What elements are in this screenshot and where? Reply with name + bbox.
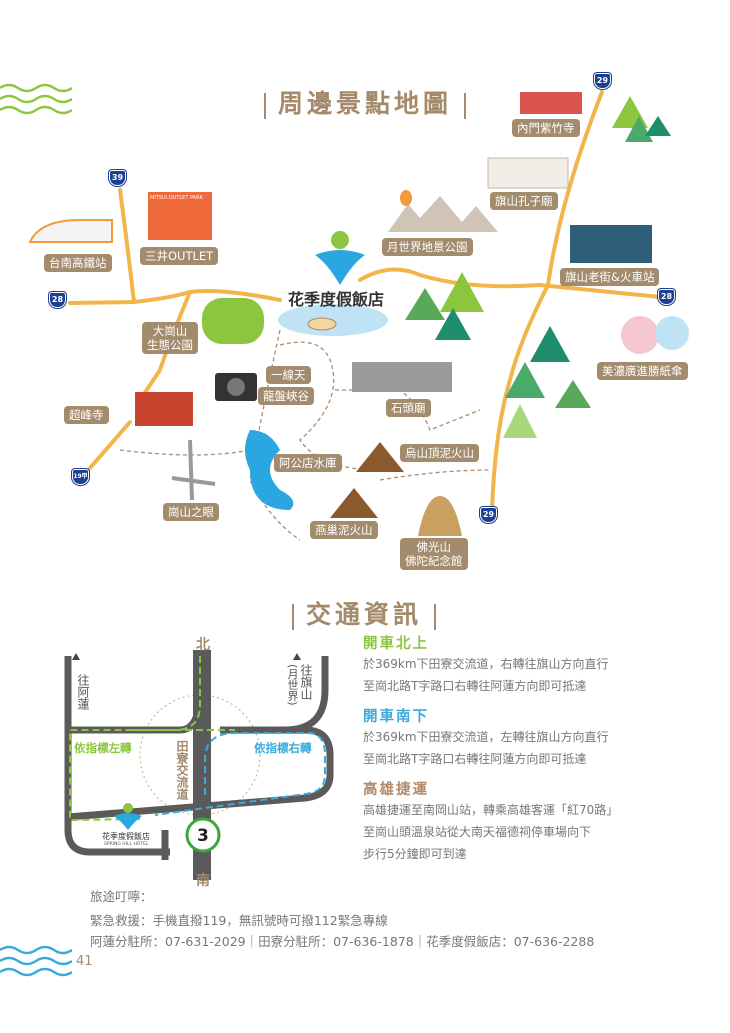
page-number: 41 xyxy=(76,954,93,969)
dagangshan-park-icon xyxy=(202,298,264,344)
direction-to-alian: 往阿蓮 xyxy=(76,674,90,710)
wave-decoration-top xyxy=(0,83,72,115)
place-label-qishan-confucius: 旗山孔子廟 xyxy=(490,192,558,210)
compass-south: 南 xyxy=(196,873,210,889)
area-map xyxy=(28,90,689,541)
place-label-chaofeng-temple: 超峰寺 xyxy=(64,406,109,424)
place-label-dagangshan-park: 大崗山 生態公園 xyxy=(142,322,198,354)
road-to-qishan xyxy=(358,267,662,299)
outlet-sign-text: MITSUI OUTLET PARK xyxy=(150,195,203,201)
interchange-label: 田寮交流道 xyxy=(175,740,189,800)
hotel-logo-icon xyxy=(114,803,142,830)
diagram-hotel-name-en: SPRING HILL HOTEL xyxy=(104,842,149,847)
route-northbound: 開車北上 於369km下田寮交流道，右轉往旗山方向直行 至崗北路T字路口右轉往阿… xyxy=(363,632,693,697)
moon-world-icon xyxy=(388,196,498,232)
mountains-icon xyxy=(405,96,671,438)
stone-temple-icon xyxy=(352,362,452,392)
route-diagram xyxy=(64,650,334,880)
place-label-gangshan-eye: 崗山之眼 xyxy=(163,503,219,521)
highway-badge-29-north: 29 xyxy=(594,73,611,89)
place-label-yixiantian: 一線天 xyxy=(266,366,311,384)
place-label-agongdian-reservoir: 阿公店水庫 xyxy=(274,454,342,472)
direction-to-qishan: 往旗山 xyxy=(299,664,313,700)
left-turn-label: 依指標左轉 xyxy=(74,741,132,755)
route-text: 高雄捷運至南岡山站，轉乘高雄客運「紅70路」 xyxy=(363,803,619,817)
route-text: 至崗山頭溫泉站從大南天福德祠停車場向下 xyxy=(363,825,592,839)
hotel-logo-icon xyxy=(315,231,365,285)
place-label-neimen-temple: 內門紫竹寺 xyxy=(512,119,580,137)
temple-icon-neimen xyxy=(520,92,582,114)
tips-title: 旅途叮嚀： xyxy=(90,889,153,904)
route-text: 至崗北路T字路口右轉往阿蓮方向即可抵達 xyxy=(363,679,587,693)
hotel-name-label: 花季度假飯店 xyxy=(288,290,385,309)
road-29-north xyxy=(490,90,604,512)
route-text: 於369km下田寮交流道，右轉往旗山方向直行 xyxy=(363,657,609,671)
highway-badge-39: 39 xyxy=(109,170,126,186)
road-39 xyxy=(118,188,136,304)
route-heading: 開車南下 xyxy=(363,708,429,725)
train-icon xyxy=(28,219,113,243)
route-southbound: 開車南下 於369km下田寮交流道，左轉往旗山方向直行 至崗北路T字路口右轉往阿… xyxy=(363,705,693,770)
highway-badge-28-west: 28 xyxy=(49,292,66,308)
route-heading: 高雄捷運 xyxy=(363,781,429,798)
reservoir-icon xyxy=(245,430,294,510)
place-label-meinong-umbrella: 美濃廣進勝紙傘 xyxy=(597,362,688,380)
paper-umbrella-icon xyxy=(621,316,659,354)
route-directions: 開車北上 於369km下田寮交流道，右轉往旗山方向直行 至崗北路T字路口右轉往阿… xyxy=(363,632,693,865)
travel-tips: 旅途叮嚀： 緊急救援：手機直撥119，無訊號時可撥112緊急專線 阿蓮分駐所：0… xyxy=(90,886,594,952)
place-label-fo-guang-shan: 佛光山 佛陀紀念館 xyxy=(400,538,468,570)
wave-decoration-bottom xyxy=(0,945,72,977)
emergency-info: 緊急救援：手機直撥119，無訊號時可撥112緊急專線 xyxy=(90,913,388,928)
place-label-yanchao-volcano: 燕巢泥火山 xyxy=(310,521,378,539)
buddha-icon xyxy=(418,496,462,536)
place-label-moon-world: 月世界地景公園 xyxy=(382,238,473,256)
place-label-longpan-canyon: 龍盤峽谷 xyxy=(258,387,314,405)
place-label-stone-temple: 石頭廟 xyxy=(386,399,431,417)
confucius-gate-icon xyxy=(487,157,569,189)
mud-volcano-icon-wushanding xyxy=(356,442,404,472)
place-label-tainan-hsr: 台南高鐵站 xyxy=(44,254,112,272)
road-19 xyxy=(88,420,132,470)
route-mrt: 高雄捷運 高雄捷運至南岡山站，轉乘高雄客運「紅70路」 至崗山頭溫泉站從大南天福… xyxy=(363,778,693,865)
gangshan-eye-icon xyxy=(171,439,216,501)
mud-volcano-icon-yanchao xyxy=(330,488,378,518)
highway-badge-28-east: 28 xyxy=(658,289,675,305)
route-3-shield-icon xyxy=(185,817,221,853)
highway-badge-29-south: 29 xyxy=(480,507,497,523)
direction-to-qishan-sub: (月世界) xyxy=(286,664,299,706)
place-label-mitsui-outlet: 三井OUTLET xyxy=(140,247,219,265)
route-text: 於369km下田寮交流道，左轉往旗山方向直行 xyxy=(363,730,609,744)
route-text: 至崗北路T字路口右轉往阿蓮方向即可抵達 xyxy=(363,752,587,766)
contact-numbers: 阿蓮分駐所：07-631-2029｜田寮分駐所：07-636-1878｜花季度假… xyxy=(90,934,595,949)
highway-badge-19: 19甲 xyxy=(72,469,89,485)
transport-section-title: 交通資訊 xyxy=(280,595,448,631)
place-label-qishan-old-street: 旗山老街&火車站 xyxy=(560,268,660,286)
right-turn-label: 依指標右轉 xyxy=(254,741,312,755)
map-section-title: 周邊景點地圖 xyxy=(252,84,478,120)
qishan-station-icon xyxy=(570,225,652,263)
route-number: 3 xyxy=(197,826,209,846)
route-heading: 開車北上 xyxy=(363,635,429,652)
place-label-wushanding-volcano: 烏山頂泥火山 xyxy=(400,444,479,462)
diagram-hotel-name: 花季度假飯店 xyxy=(102,832,150,841)
outlet-sign-icon xyxy=(148,192,212,240)
route-text: 步行5分鐘即可到達 xyxy=(363,847,467,861)
chaofeng-temple-icon xyxy=(135,392,193,426)
compass-north: 北 xyxy=(196,637,210,653)
